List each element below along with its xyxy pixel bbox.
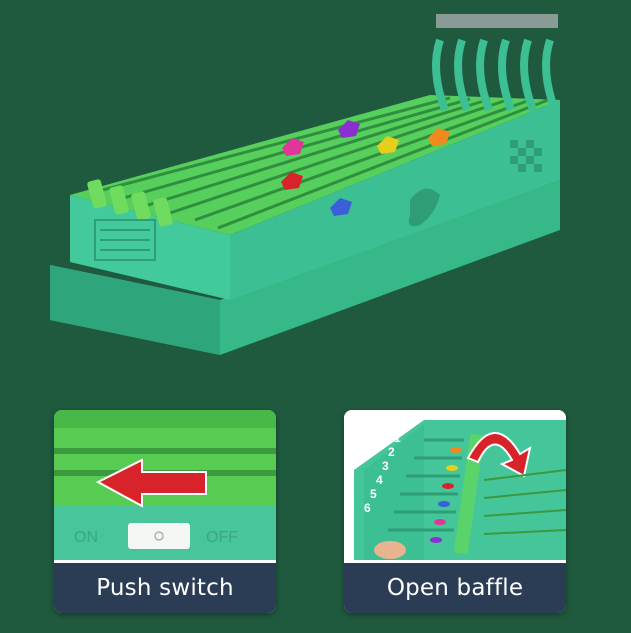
track-lanes: [483, 469, 566, 535]
lane-number-4: 4: [376, 473, 383, 487]
horse-piece-yellow: [377, 136, 399, 154]
open-baffle-photo: 1 2 3 4 5 6: [344, 410, 566, 560]
horse-piece-pink: [282, 138, 304, 156]
trophy-decal: [94, 219, 156, 261]
horse-piece-purple: [338, 120, 360, 138]
horse-emblem-decal: [408, 188, 440, 227]
finish-bar: [436, 14, 558, 28]
horse-pieces: [281, 120, 450, 216]
product-photo-horse-racing-game: [50, 14, 560, 355]
curved-arrow-icon: [466, 432, 532, 478]
baffle-gate: [453, 433, 485, 555]
finger: [374, 541, 406, 559]
lane-number-2: 2: [388, 445, 395, 459]
race-lanes: [94, 96, 549, 230]
open-baffle-caption: Open baffle: [344, 563, 566, 613]
lane-number-1: 1: [394, 431, 401, 445]
lane-baffles: [388, 438, 464, 532]
switch-label-off: OFF: [206, 529, 238, 546]
lane-number-5: 5: [370, 487, 377, 501]
feature-panel-push-switch: ON OFF Push switch: [54, 410, 276, 613]
switch-toggle: [128, 523, 190, 549]
horse-pieces-in-gate: [430, 447, 462, 543]
push-switch-photo: ON OFF: [54, 410, 276, 560]
push-switch-caption: Push switch: [54, 563, 276, 613]
lane-number-strip: 1 2 3 4 5 6: [364, 431, 401, 515]
feature-panel-open-baffle: 1 2 3 4 5 6: [344, 410, 566, 613]
lane-number-3: 3: [382, 459, 389, 473]
checkered-flag-decal: [510, 140, 542, 172]
lane-number-6: 6: [364, 501, 371, 515]
start-gate-rails: [87, 179, 173, 227]
horse-piece-orange: [428, 128, 450, 146]
left-arrow-icon: [95, 458, 207, 508]
finish-gates: [432, 38, 559, 112]
switch-knob-icon: [154, 531, 164, 541]
game-body-right-face: [230, 100, 560, 300]
horse-piece-blue: [330, 198, 352, 216]
game-base-front: [50, 265, 220, 355]
switch-label-on: ON: [74, 529, 98, 546]
game-body-left-face: [70, 195, 230, 300]
horse-piece-red: [281, 172, 303, 190]
